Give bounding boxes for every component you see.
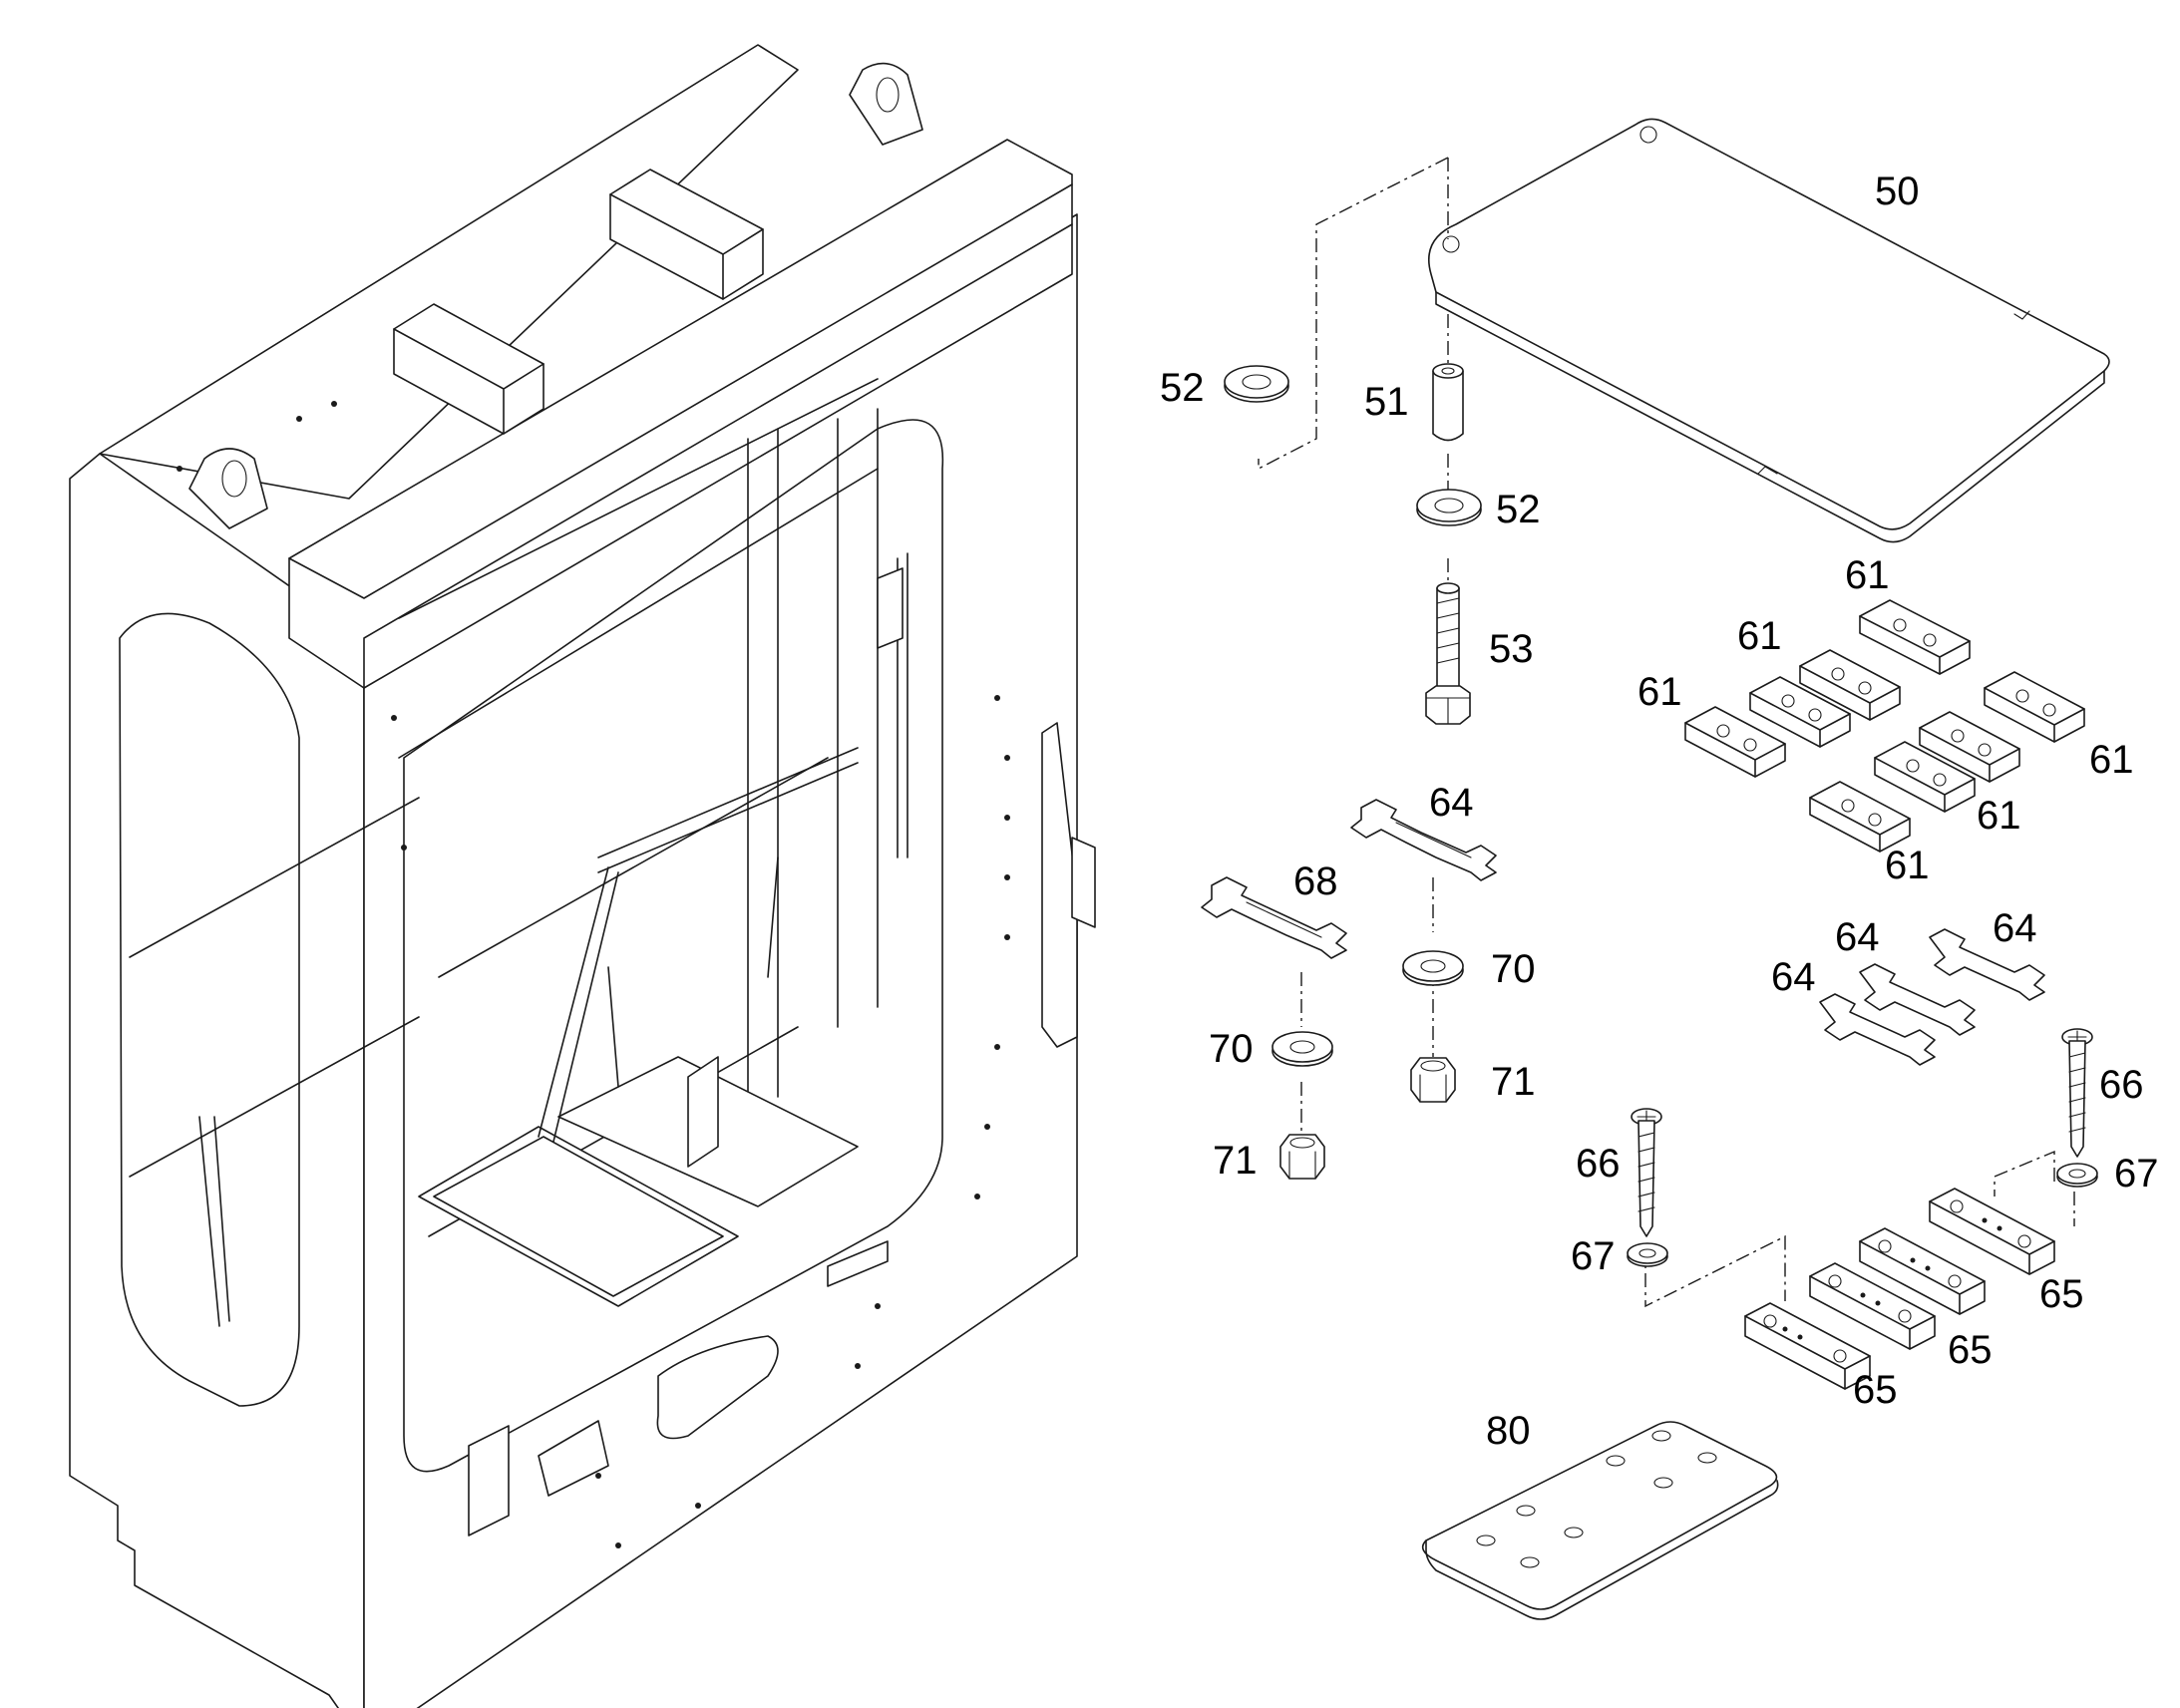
callout-65-bottom: 65 (1853, 1368, 1898, 1412)
callout-68: 68 (1293, 859, 1338, 903)
lifting-eye-right (849, 62, 923, 146)
pad-61-b (1799, 649, 1901, 721)
callout-64-mid: 64 (1835, 915, 1880, 959)
part-51-spacer (1432, 363, 1464, 442)
part-65-bars (1744, 1188, 2055, 1390)
pad-61-h (1809, 781, 1911, 853)
pad-61-f (1919, 711, 2020, 783)
callout-61-mid-left: 61 (1737, 614, 1782, 658)
callout-61-top: 61 (1845, 553, 1890, 597)
part-52-washer-upper (1224, 365, 1289, 403)
pad-61-e (1984, 671, 2085, 743)
part-80-plate (1421, 1421, 1779, 1620)
part-67-washer-right (2056, 1163, 2098, 1188)
bar-65-c (1809, 1262, 1936, 1350)
callout-71-left: 71 (1213, 1139, 1258, 1183)
shim-64-right-c (1819, 993, 1936, 1066)
part-53-bolt (1425, 582, 1471, 725)
part-68-shim (1201, 876, 1347, 959)
part-70-washer-right (1402, 950, 1464, 986)
lifting-eye-left (188, 448, 268, 529)
callout-51: 51 (1364, 380, 1409, 424)
callout-labels: 50 52 51 52 53 61 61 61 61 61 61 64 68 7… (1160, 170, 2159, 1453)
callout-64-right: 64 (1993, 906, 2037, 950)
pad-61-d (1684, 706, 1786, 778)
callout-70-right: 70 (1491, 947, 1536, 991)
callout-64-upper: 64 (1429, 781, 1474, 825)
callout-71-right: 71 (1491, 1060, 1536, 1104)
part-67-washer-left (1627, 1242, 1668, 1267)
part-71-nut-right (1410, 1057, 1456, 1103)
callout-50: 50 (1875, 170, 1920, 213)
callout-61-bottom: 61 (1885, 844, 1930, 887)
pad-61-a (1859, 599, 1971, 675)
pad-61-g (1874, 741, 1976, 813)
shim-64-right-a (1929, 928, 2045, 1001)
part-50-cover-plate (1427, 118, 2110, 543)
callout-67-left: 67 (1571, 1234, 1616, 1278)
callout-67-right: 67 (2114, 1152, 2159, 1196)
callout-66-left: 66 (1576, 1142, 1621, 1186)
callout-61-left: 61 (1637, 670, 1682, 714)
callout-61-lower-right: 61 (1977, 794, 2021, 838)
part-71-nut-left (1279, 1134, 1325, 1180)
part-70-washer-left (1272, 1031, 1333, 1067)
part-61-pads (1684, 599, 2085, 853)
callout-53: 53 (1489, 627, 1534, 671)
callout-66-right: 66 (2099, 1063, 2144, 1107)
part-52-washer-lower (1416, 489, 1482, 526)
part-66-screw-left (1631, 1108, 1662, 1237)
callout-65-mid: 65 (1948, 1328, 1993, 1372)
callout-61-right: 61 (2089, 738, 2134, 782)
bar-65-d (1744, 1302, 1871, 1390)
bar-65-b (1859, 1227, 1986, 1315)
callout-80: 80 (1486, 1409, 1531, 1453)
callout-65-top: 65 (2039, 1272, 2084, 1316)
callout-52-upper: 52 (1160, 366, 1205, 410)
assembly-lines (1258, 157, 2075, 1308)
cab-frame (69, 44, 1096, 1708)
shim-64-upper (1350, 799, 1497, 881)
part-66-screw-right (2061, 1028, 2093, 1158)
bar-65-a (1929, 1188, 2055, 1275)
callout-52-lower: 52 (1496, 488, 1541, 531)
pad-61-c (1749, 676, 1851, 748)
part-64-shims (1350, 799, 2045, 1066)
callout-70-left: 70 (1209, 1027, 1254, 1071)
callout-64-left: 64 (1771, 955, 1816, 999)
shim-64-right-b (1859, 963, 1976, 1036)
